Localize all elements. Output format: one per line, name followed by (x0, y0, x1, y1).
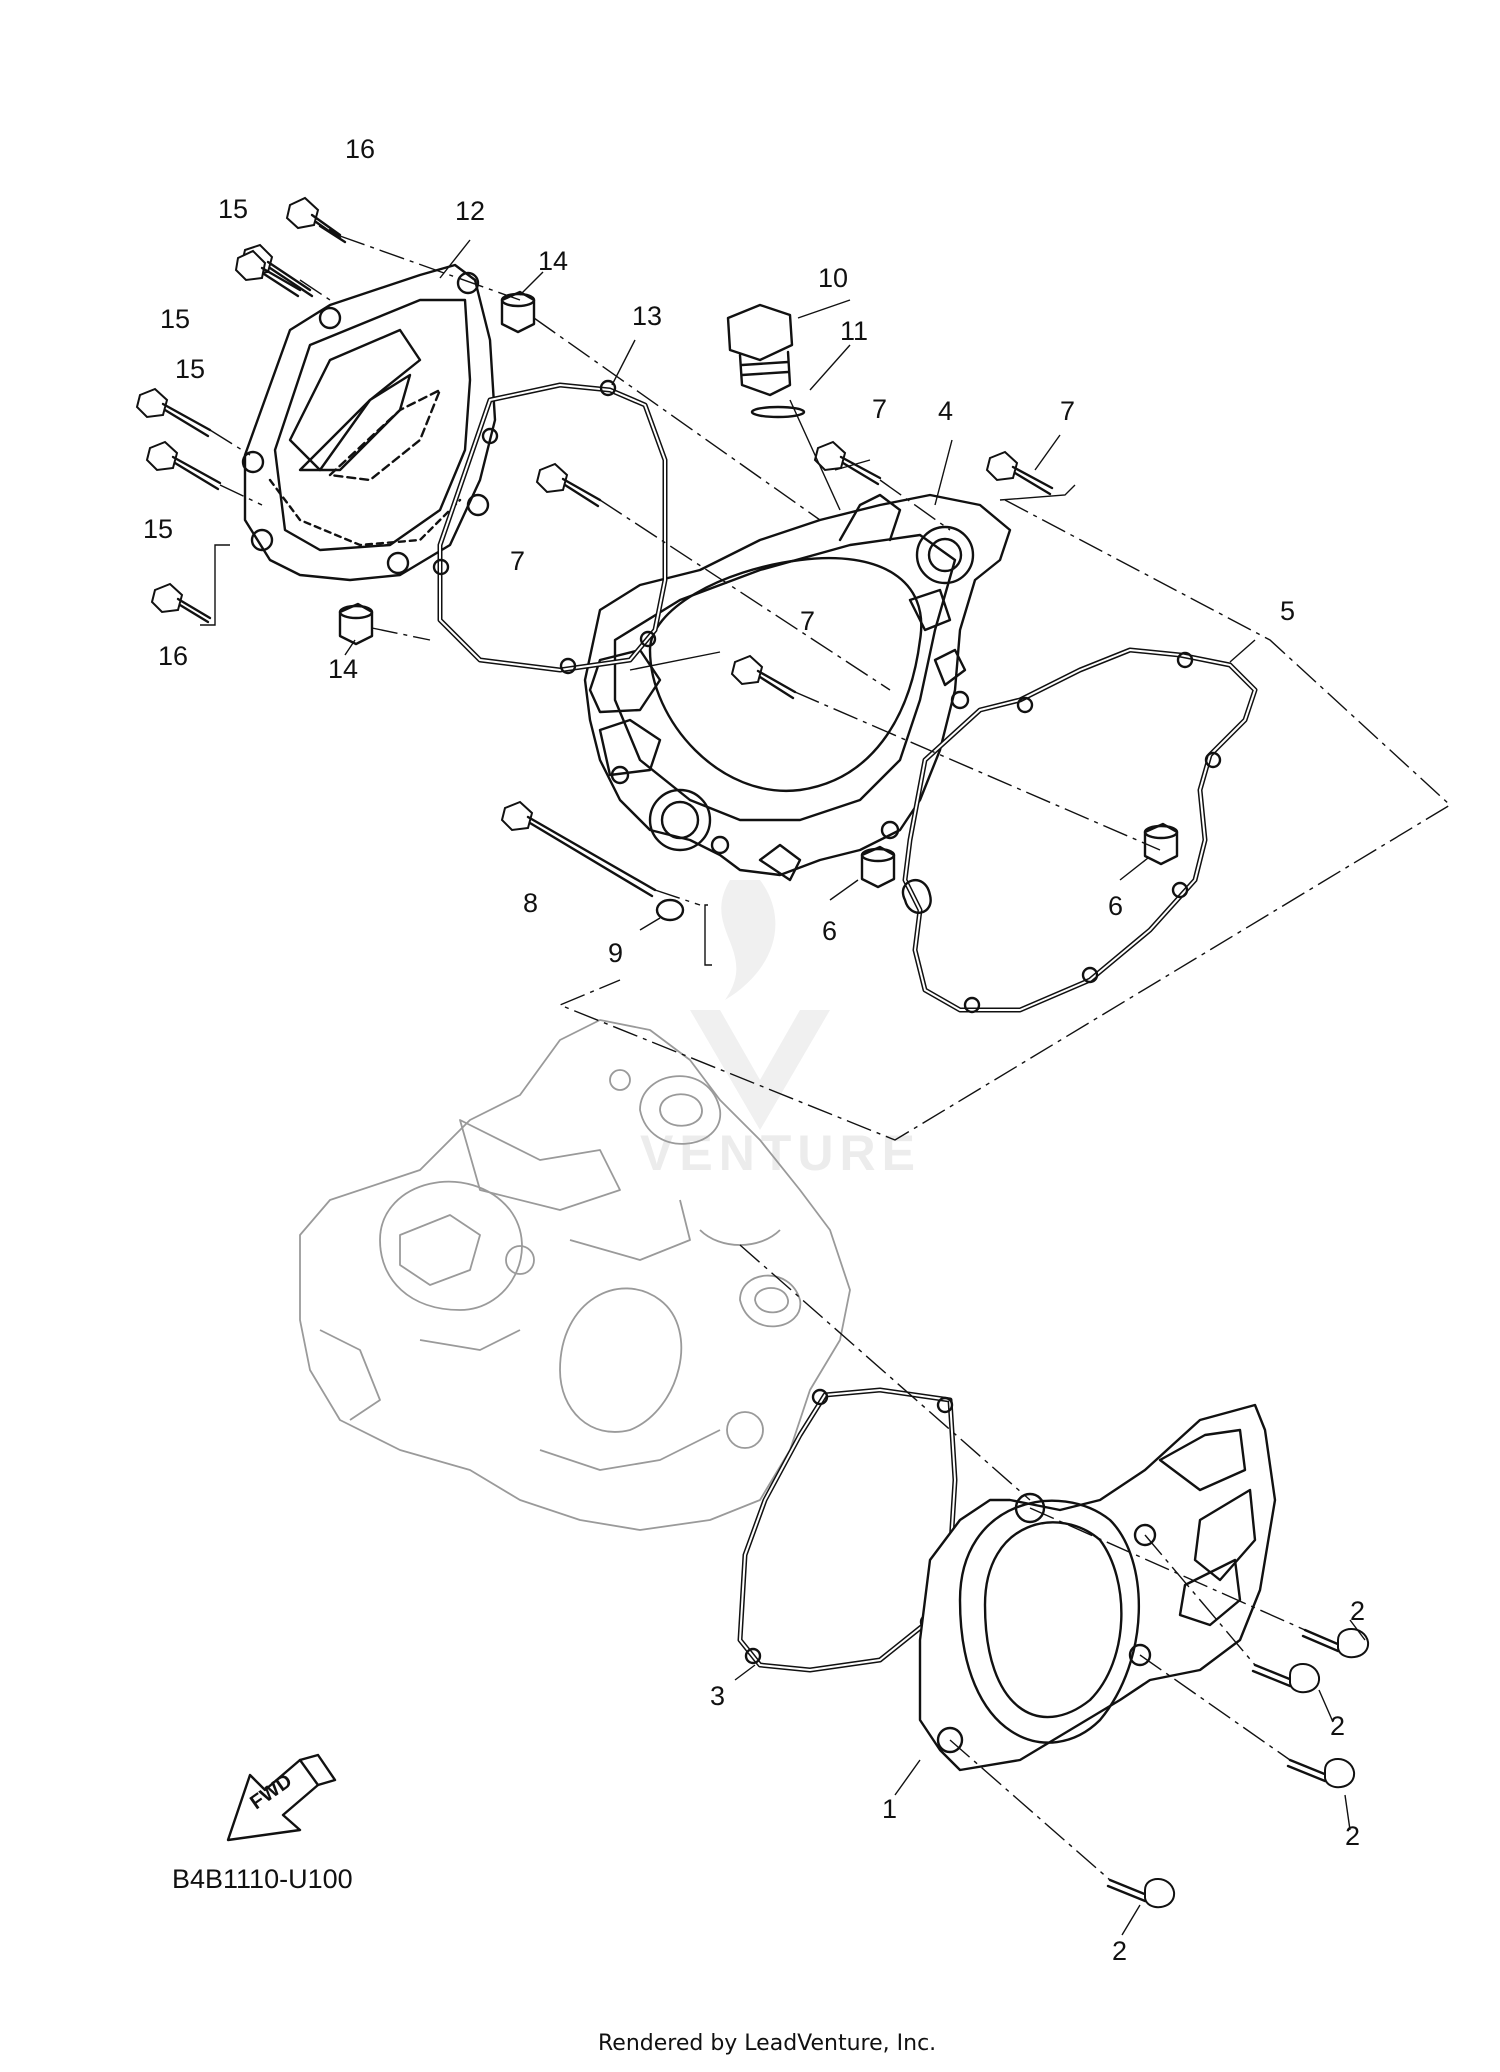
bolt-part-2-a (1301, 1628, 1370, 1658)
bolt-part-7-d (730, 654, 797, 700)
callout-labels: 16 15 12 14 15 13 10 11 15 7 4 7 15 7 16… (143, 134, 1365, 1966)
callout-4: 4 (938, 396, 953, 426)
leadventure-watermark: VENTURE (640, 880, 921, 1181)
bolt-part-2-b (1251, 1663, 1321, 1693)
callout-5: 5 (1280, 596, 1295, 626)
dowel-part-14-a (500, 290, 536, 334)
callout-11: 11 (840, 316, 868, 346)
callout-16-b: 16 (158, 641, 188, 671)
fwd-arrow-icon: FWD (226, 1753, 337, 1842)
callout-7-a: 7 (872, 394, 887, 424)
callout-3: 3 (710, 1681, 725, 1711)
dowel-part-6-a (860, 845, 896, 889)
crankcase-cover-part-4 (583, 493, 1012, 882)
callout-13: 13 (632, 301, 662, 331)
bolt-part-15-d (145, 440, 222, 491)
callout-7-d: 7 (800, 606, 815, 636)
plug-part-10 (726, 303, 794, 397)
callout-2-b: 2 (1330, 1711, 1345, 1741)
callout-10: 10 (818, 263, 848, 293)
callout-15-c: 15 (175, 354, 205, 384)
washer-part-9 (655, 898, 685, 922)
bolt-part-2-c (1286, 1758, 1356, 1788)
dowel-part-6-b (1143, 822, 1179, 866)
cover-gasket-part-13 (432, 379, 668, 675)
callout-2-a: 2 (1350, 1596, 1365, 1626)
callout-8: 8 (523, 888, 538, 918)
callout-2-c: 2 (1345, 1821, 1360, 1851)
watermark-text: VENTURE (640, 1125, 921, 1181)
dowel-part-14-b (338, 602, 374, 646)
bolt-part-15-c (135, 387, 212, 438)
render-credit: Rendered by LeadVenture, Inc. (598, 2031, 936, 2056)
callout-1: 1 (882, 1794, 897, 1824)
callout-6-b: 6 (1108, 891, 1123, 921)
bolt-part-8 (500, 800, 657, 898)
callout-7-b: 7 (1060, 396, 1075, 426)
callout-6-a: 6 (822, 916, 837, 946)
callout-14-a: 14 (538, 246, 568, 276)
pump-gasket-part-3 (737, 1387, 958, 1673)
bolt-part-7-c (535, 462, 602, 508)
callout-14-b: 14 (328, 654, 358, 684)
clutch-cover-part-12 (241, 263, 497, 582)
leader-lines (200, 239, 1366, 1936)
case-gasket-part-5 (901, 647, 1258, 1014)
part-code: B4B1110-U100 (172, 1864, 353, 1894)
bolt-part-16-a (285, 196, 347, 244)
callout-2-d: 2 (1112, 1936, 1127, 1966)
callout-7-c: 7 (510, 546, 525, 576)
crankcase-ghost (299, 1019, 851, 1531)
oring-part-11 (750, 405, 806, 419)
bolt-part-15-b (234, 249, 302, 298)
callout-9: 9 (608, 938, 623, 968)
callout-15-b: 15 (160, 304, 190, 334)
assembly-lines (209, 235, 1452, 1881)
bolt-part-7-b (985, 450, 1054, 496)
pump-cover-part-1 (918, 1403, 1277, 1772)
callout-16-a: 16 (345, 134, 375, 164)
callout-15-a: 15 (218, 194, 248, 224)
bolt-part-16-b (150, 582, 212, 624)
callout-15-d: 15 (143, 514, 173, 544)
bolt-part-2-d (1106, 1878, 1176, 1908)
callout-12: 12 (455, 196, 485, 226)
